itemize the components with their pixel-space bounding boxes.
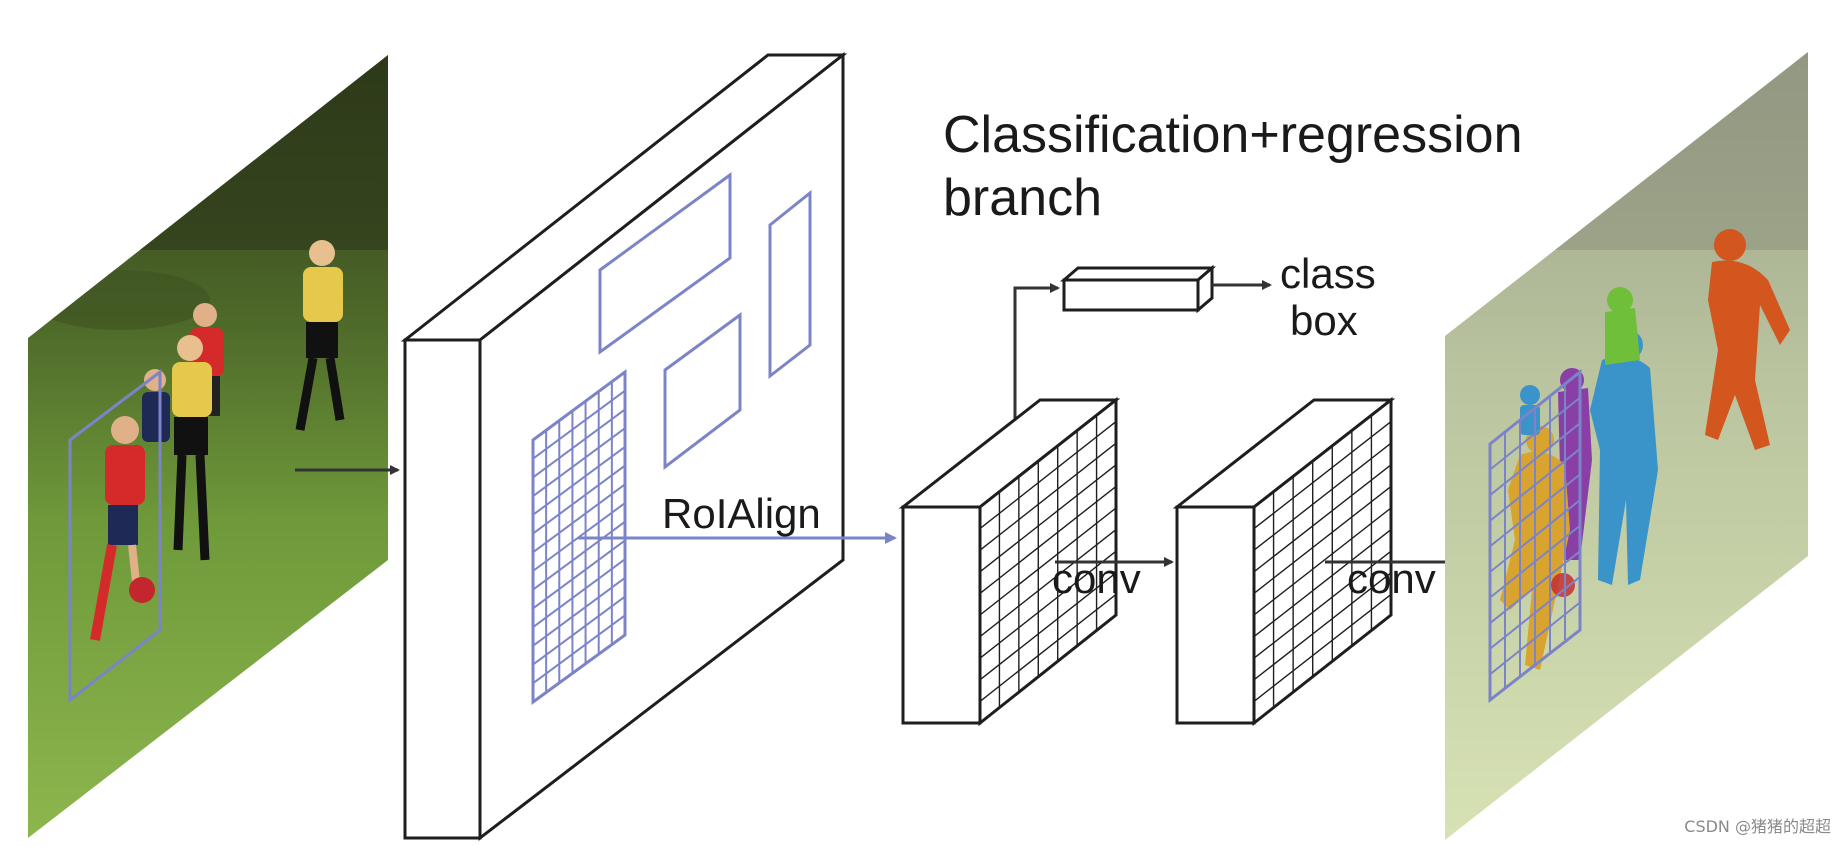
conv2-grid-hline	[1253, 593, 1392, 702]
mask-green	[1605, 287, 1640, 365]
fc-head-box	[1059, 264, 1217, 314]
proposal-box-2	[768, 189, 812, 380]
conv2-grid-hline	[1253, 550, 1392, 659]
mask-orange	[1705, 229, 1790, 450]
conv2-grid-hline	[1253, 529, 1392, 638]
out-grid-hline	[1489, 499, 1581, 573]
conv1-grid-hline	[979, 550, 1117, 659]
proposal-box-3	[663, 312, 742, 471]
class-label: class	[1280, 250, 1376, 297]
conv1-grid-hline	[979, 593, 1117, 702]
input-image	[28, 55, 388, 838]
roi-grid-hline	[532, 427, 626, 497]
region-proposals	[531, 172, 812, 705]
roi-grid-hline	[532, 539, 626, 610]
watermark: CSDN @猪猪的超超	[1684, 817, 1831, 836]
title-line-1: Classification+regression	[943, 106, 1523, 164]
conv1-grid-hline	[979, 485, 1117, 594]
mask-small-blue	[1520, 385, 1540, 435]
out-grid-hline	[1489, 422, 1581, 496]
roi-grid-hline	[532, 483, 626, 554]
roi-grid-hline	[532, 408, 626, 479]
branch-up-arrow	[1013, 283, 1060, 448]
roi-grid-hline	[532, 614, 626, 685]
player-red-1	[90, 416, 155, 641]
conv2-grid-hline	[1253, 507, 1392, 616]
roi-grid-hline	[532, 558, 626, 628]
box-label: box	[1290, 297, 1358, 344]
conv1-grid-hline	[979, 507, 1117, 616]
conv-grid-2	[1253, 415, 1392, 708]
conv2-grid-hline	[1253, 572, 1392, 681]
roi-grid-hline	[532, 595, 626, 666]
conv1-grid-hline	[979, 442, 1117, 551]
conv2-grid-hline	[1253, 442, 1392, 551]
out-grid-hline	[1489, 550, 1581, 624]
proposal-box-1	[598, 172, 732, 355]
player-yellow-2	[295, 240, 345, 431]
roi-grid-hline	[532, 464, 626, 535]
out-grid-hline	[1489, 576, 1581, 650]
conv2-grid-hline	[1253, 421, 1392, 530]
out-grid-hline	[1489, 396, 1581, 471]
conv2-grid-hline	[1253, 464, 1392, 573]
conv2-grid-hline	[1253, 485, 1392, 594]
conv1-grid-hline	[979, 464, 1117, 573]
conv-label-2: conv	[1347, 555, 1436, 602]
conv-label-1: conv	[1052, 555, 1141, 602]
out-grid-hline	[1489, 601, 1581, 676]
conv1-grid-hline	[979, 529, 1117, 638]
input-roi-box	[68, 368, 162, 704]
feature-map-block	[400, 51, 848, 842]
output-roi-grid	[1489, 384, 1581, 688]
mask-ball	[1551, 573, 1575, 597]
roialign-label: RoIAlign	[662, 490, 821, 537]
out-grid-hline	[1489, 473, 1581, 548]
roi-grid-hline	[532, 520, 626, 591]
player-yellow-1	[172, 335, 212, 561]
roi-grid	[532, 381, 626, 693]
title-line-2: branch	[943, 169, 1102, 227]
out-grid-hline	[1489, 524, 1581, 599]
out-grid-hline	[1489, 448, 1581, 522]
player-blue	[142, 369, 170, 442]
roi-grid-region	[531, 369, 627, 705]
conv-grid-1	[979, 415, 1117, 708]
roi-grid-hline	[532, 389, 626, 460]
conv1-grid-hline	[979, 421, 1117, 530]
roi-grid-hline	[532, 577, 626, 647]
output-image	[1445, 52, 1808, 840]
roi-grid-hline	[532, 446, 626, 516]
conv1-grid-hline	[979, 572, 1117, 681]
